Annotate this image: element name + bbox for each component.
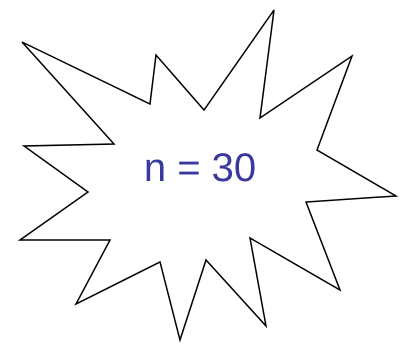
burst-label: n = 30 bbox=[143, 145, 257, 190]
starburst-shape bbox=[17, 9, 399, 343]
